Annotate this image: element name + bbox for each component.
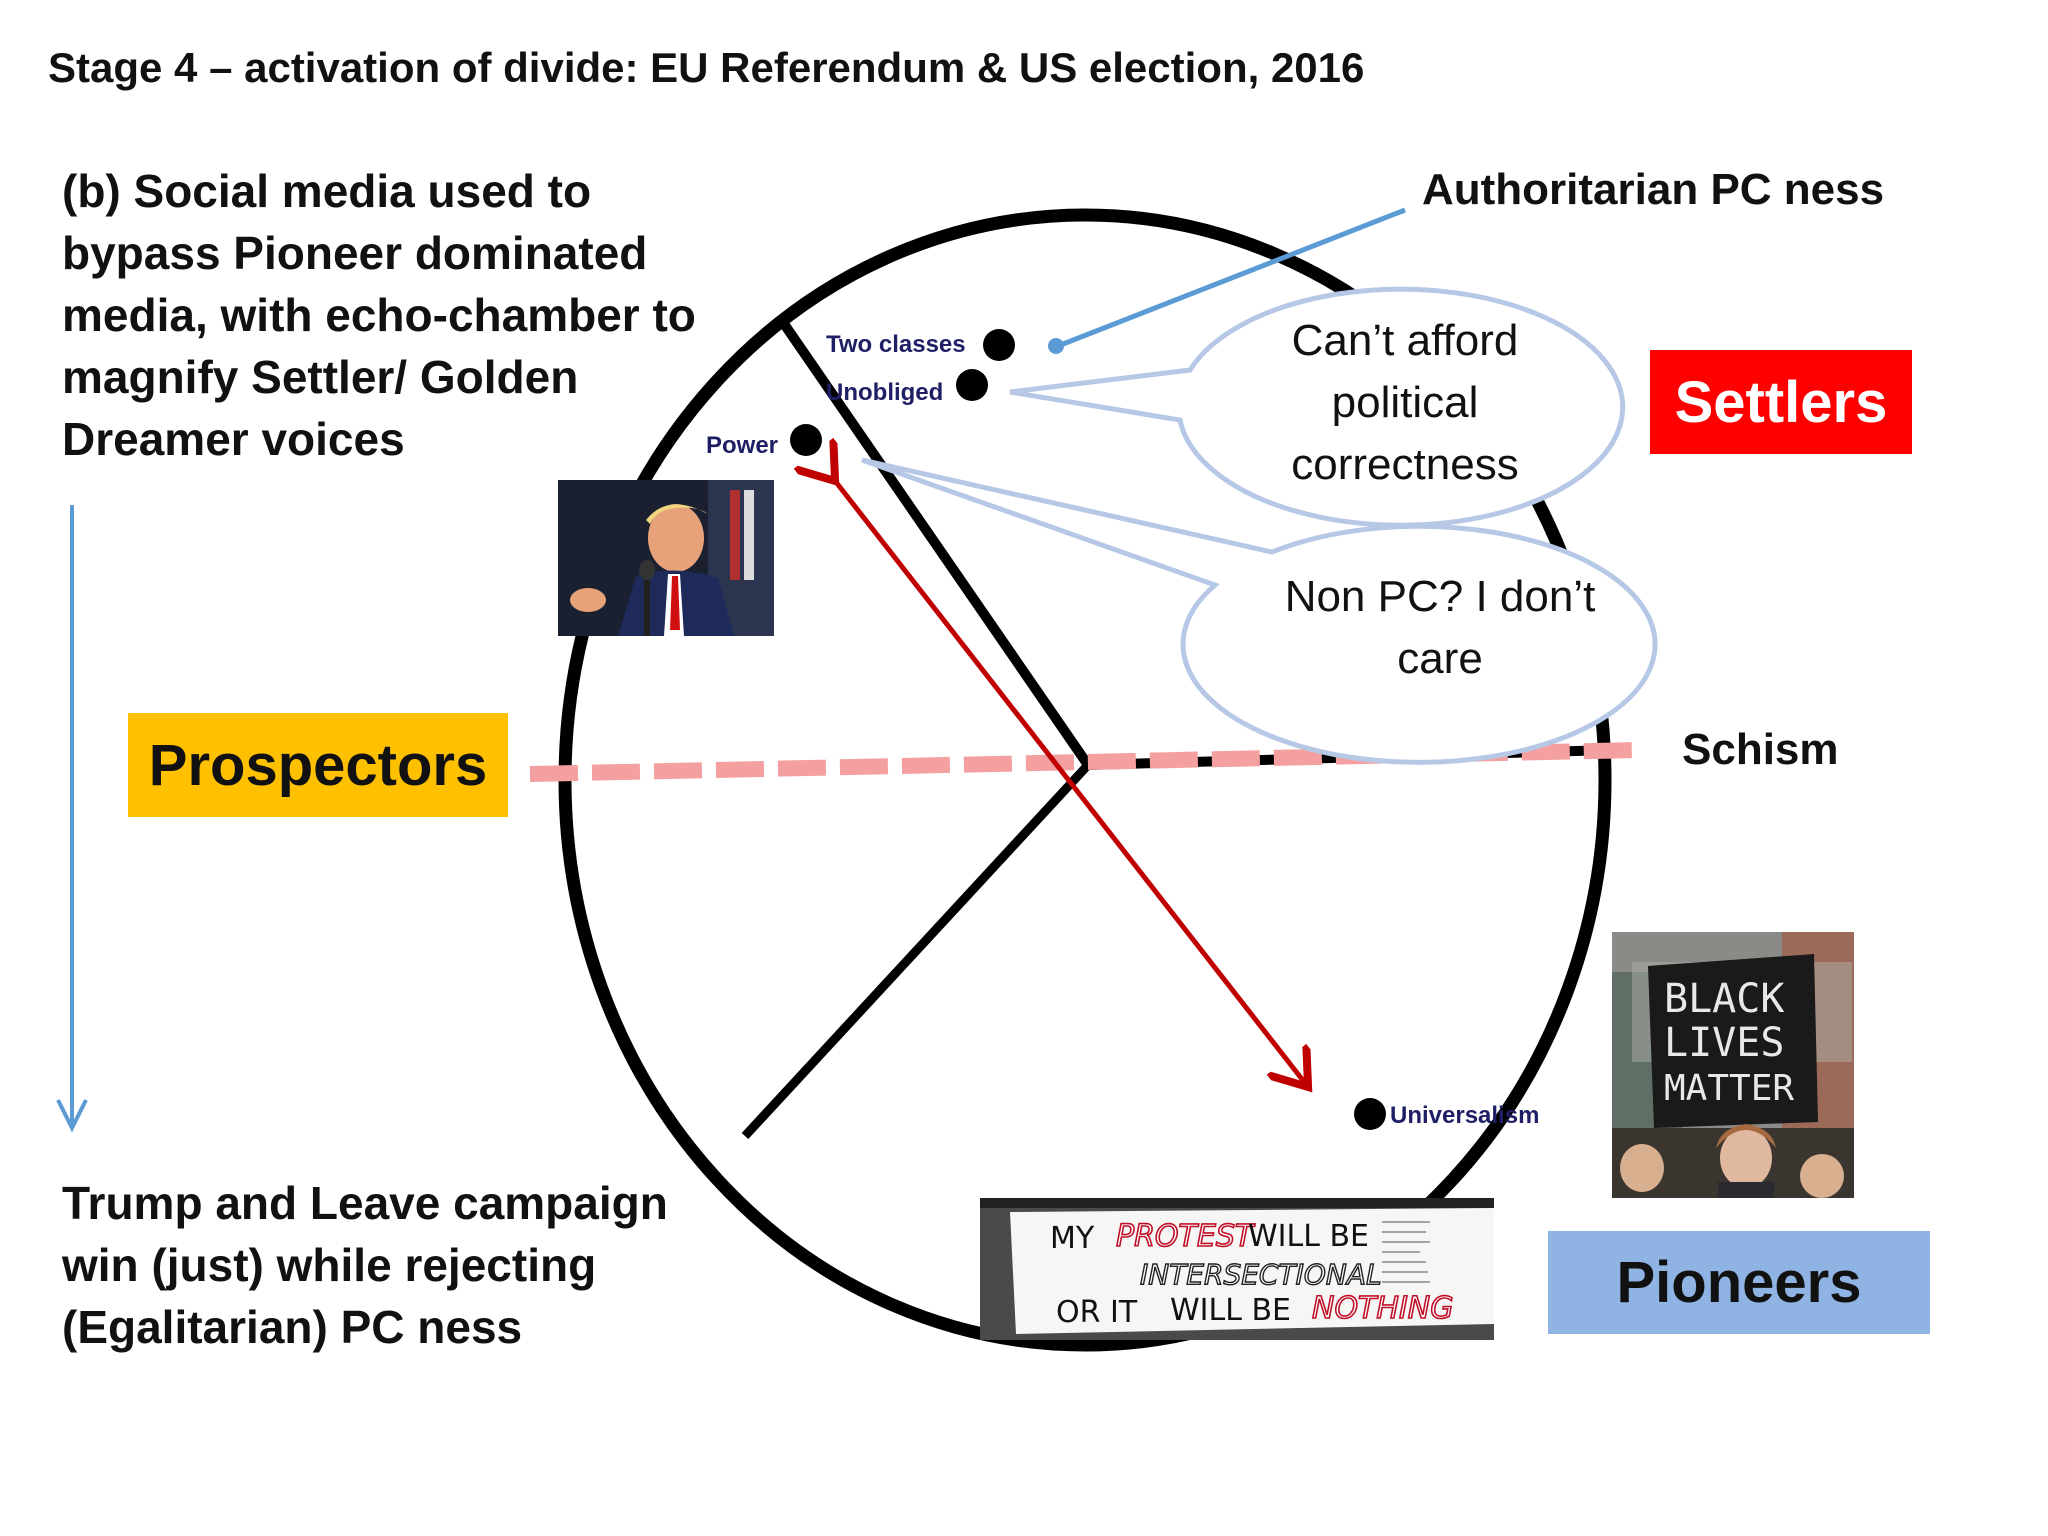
blm-sign-photo: BLACK LIVES MATTER (1612, 932, 1854, 1198)
sign-word-or-it: OR IT (1056, 1295, 1138, 1330)
protest-sign: MY PROTEST WILL BE INTERSECTIONAL OR IT … (980, 1198, 1494, 1340)
blm-sign: BLACK LIVES MATTER (1612, 932, 1854, 1198)
unobliged-label: Unobliged (826, 379, 944, 406)
blm-word-black: BLACK (1664, 976, 1784, 1022)
spoke-prospector-pioneer (741, 761, 1092, 1140)
bubble-1-text: Can’t afford political correctness (1291, 316, 1519, 489)
sign-word-will-be-2: WILL BE (1170, 1293, 1291, 1328)
schism-label: Schism (1682, 725, 1839, 774)
blm-word-matter: MATTER (1664, 1068, 1794, 1109)
outro-text: Trump and Leave campaign win (just) whil… (62, 1177, 668, 1353)
protest-sign-photo: MY PROTEST WILL BE INTERSECTIONAL OR IT … (980, 1198, 1494, 1340)
progression-arrow-head (56, 1099, 88, 1133)
bubble-2-text: Non PC? I don’t care (1284, 572, 1596, 683)
universalism-label: Universalism (1390, 1102, 1540, 1129)
power-label: Power (706, 432, 779, 459)
universalism-point (1354, 1098, 1386, 1130)
pioneers-box: Pioneers (1548, 1231, 1930, 1334)
prospectors-box: Prospectors (128, 713, 508, 817)
slide-title: Stage 4 – activation of divide: EU Refer… (48, 44, 1365, 91)
sign-word-nothing: NOTHING (1312, 1291, 1453, 1326)
speaker-photo (558, 480, 774, 636)
sign-word-intersectional: INTERSECTIONAL (1140, 1258, 1382, 1291)
two-classes-label: Two classes (826, 331, 966, 358)
intro-text: (b) Social media used to bypass Pioneer … (62, 165, 696, 465)
sign-word-protest: PROTEST (1116, 1219, 1256, 1254)
power-point (790, 424, 822, 456)
blm-word-lives: LIVES (1664, 1020, 1784, 1066)
sign-word-will-be-1: WILL BE (1248, 1219, 1369, 1254)
power-universalism-arrow (832, 477, 1305, 1083)
authoritarian-pointer-line (1057, 207, 1406, 349)
settlers-box: Settlers (1650, 350, 1912, 454)
authoritarian-pc-label: Authoritarian PC ness (1422, 165, 1885, 214)
authoritarian-pointer-dot (1048, 338, 1064, 354)
sign-word-my: MY (1050, 1221, 1095, 1256)
unobliged-point (956, 369, 988, 401)
two-classes-point (983, 329, 1015, 361)
sign-checklist-scribbles (1382, 1221, 1430, 1283)
